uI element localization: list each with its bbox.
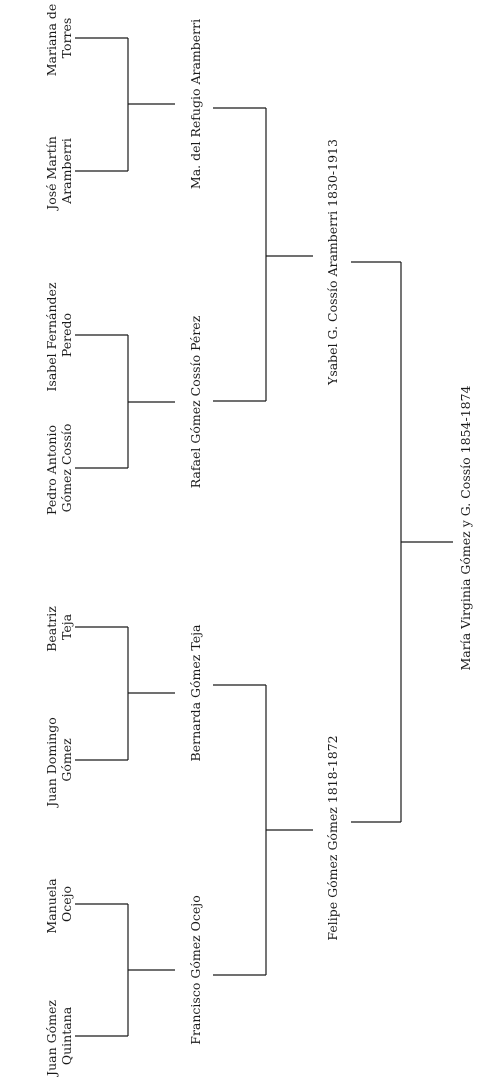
person-pedro-antonio-gomez-cossio: Pedro Antonio Gómez Cossío xyxy=(44,421,74,515)
person-manuela-ocejo: Manuela Ocejo xyxy=(44,874,74,933)
person-jose-martin-aramberri: José Martín Aramberri xyxy=(44,132,74,212)
great-grandparents: Juan Gómez Quintana Manuela Ocejo Juan D… xyxy=(44,0,74,1078)
person-beatriz-teja: Beatriz Teja xyxy=(44,602,74,652)
bracket-gomez-teja xyxy=(75,626,175,761)
person-francisco-gomez-ocejo: Francisco Gómez Ocejo xyxy=(188,895,203,1044)
parents: Felipe Gómez Gómez 1818-1872 Ysabel G. C… xyxy=(325,139,340,941)
person-ysabel-g-cossio-aramberri: Ysabel G. Cossío Aramberri 1830-1913 xyxy=(325,139,340,386)
person-ma-del-refugio-aramberri: Ma. del Refugio Aramberri xyxy=(188,19,203,189)
person-maria-virginia-gomez: María Virginia Gómez y G. Cossío 1854-18… xyxy=(458,385,473,670)
person-isabel-fernandez-peredo: Isabel Fernández Peredo xyxy=(44,278,74,391)
bracket-cossio-perez xyxy=(75,334,175,469)
bracket-gomez-ocejo xyxy=(75,903,175,1037)
bracket-ysabel xyxy=(213,107,313,402)
bracket-root xyxy=(351,261,453,823)
connector-lines xyxy=(75,37,453,1037)
person-bernarda-gomez-teja: Bernarda Gómez Teja xyxy=(188,624,203,761)
grandparents: Francisco Gómez Ocejo Bernarda Gómez Tej… xyxy=(188,19,203,1045)
person-mariana-de-torres: Mariana de Torres xyxy=(44,0,74,76)
person-juan-domingo-gomez: Juan Domingo Gómez xyxy=(44,713,74,809)
bracket-aramberri xyxy=(75,37,175,172)
bracket-felipe xyxy=(213,684,313,976)
person-juan-gomez-quintana: Juan Gómez Quintana xyxy=(44,996,74,1078)
person-rafael-gomez-cossio-perez: Rafael Gómez Cossío Pérez xyxy=(188,315,203,488)
person-felipe-gomez-gomez: Felipe Gómez Gómez 1818-1872 xyxy=(325,735,340,940)
